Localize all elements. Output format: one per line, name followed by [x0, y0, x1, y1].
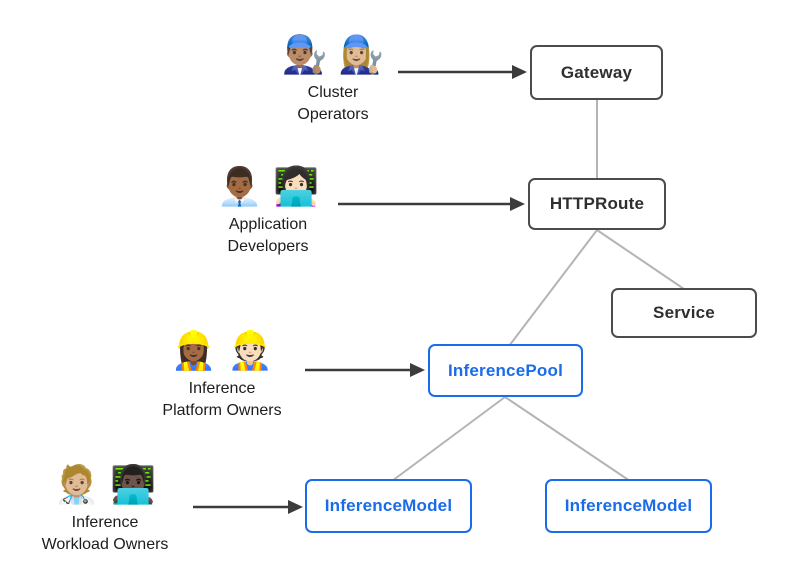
node-gateway: Gateway: [530, 45, 663, 100]
arrow-platform-owners-inferencepool: [305, 363, 425, 377]
mechanics-emoji-icon: 👨🏽‍🔧 👩🏼‍🔧: [281, 34, 385, 75]
persona-inference-platform-owners-label: Inference Platform Owners: [162, 380, 282, 419]
persona-application-developers-label: Application Developers: [227, 216, 309, 255]
node-inferencemodel-right-label: InferenceModel: [564, 496, 693, 515]
arrowhead-icon: [410, 363, 425, 377]
node-inferencepool: InferencePool: [428, 344, 583, 397]
connector-inferencepool-inferencemodel-left: [391, 396, 506, 482]
arrowhead-icon: [288, 500, 303, 514]
persona-inference-workload-owners-label: Inference Workload Owners: [41, 514, 169, 553]
node-inferencemodel-right: InferenceModel: [545, 479, 712, 533]
node-inferencemodel-left-label: InferenceModel: [324, 496, 453, 515]
connector-httproute-inferencepool: [508, 229, 598, 347]
persona-application-developers: 👨🏾‍💼 👩🏻‍💻 Application Developers: [180, 164, 356, 258]
construction-workers-emoji-icon: 👷🏾‍♀️ 👷🏻: [170, 330, 274, 371]
node-inferencemodel-left: InferenceModel: [305, 479, 472, 533]
node-service-label: Service: [653, 303, 715, 322]
developers-emoji-icon: 👨🏾‍💼 👩🏻‍💻: [216, 166, 320, 207]
persona-cluster-operators: 👨🏽‍🔧 👩🏼‍🔧 Cluster Operators: [245, 32, 421, 126]
node-inferencepool-label: InferencePool: [447, 360, 564, 380]
node-gateway-label: Gateway: [560, 62, 633, 82]
node-service: Service: [611, 288, 757, 338]
persona-cluster-operators-label: Cluster Operators: [297, 84, 369, 123]
arrow-cluster-operators-gateway: [398, 65, 527, 79]
arrowhead-icon: [512, 65, 527, 79]
workload-owners-emoji-icon: 🧑🏼‍⚕️ 👨🏿‍💻: [53, 464, 157, 505]
arrowhead-icon: [510, 197, 525, 211]
arrow-application-developers-httproute: [338, 197, 525, 211]
persona-inference-platform-owners: 👷🏾‍♀️ 👷🏻 Inference Platform Owners: [134, 328, 310, 422]
connector-httproute-service: [596, 229, 685, 290]
node-httproute: HTTPRoute: [528, 178, 666, 230]
node-httproute-label: HTTPRoute: [549, 194, 645, 213]
persona-inference-workload-owners: 🧑🏼‍⚕️ 👨🏿‍💻 Inference Workload Owners: [17, 462, 193, 556]
arrow-workload-owners-inferencemodel: [193, 500, 303, 514]
connector-inferencepool-inferencemodel-right: [504, 396, 631, 482]
